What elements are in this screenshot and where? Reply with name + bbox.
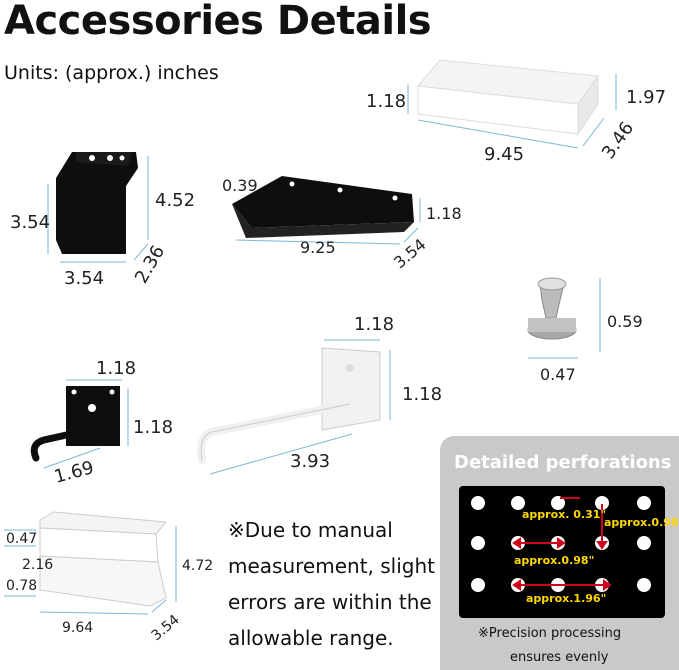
wide-shelf-length-label: 9.45 <box>484 144 525 165</box>
double-shelf-top-label: 0.47 <box>6 531 38 547</box>
long-hook-width-label: 1.18 <box>354 314 395 335</box>
cup-image <box>56 152 138 254</box>
small-hook-height-label: 1.18 <box>133 417 174 438</box>
perforation-label-098-vertical: approx.0.98" <box>604 516 679 529</box>
page-title: Accessories Details <box>4 0 432 44</box>
black-shelf-dimension-lines <box>235 198 421 245</box>
small-hook-width-label: 1.18 <box>96 358 137 379</box>
perforation-label-098: approx.0.98" <box>514 554 595 567</box>
knob-dimension-lines <box>528 278 601 359</box>
double-shelf-dimension-lines <box>4 526 177 615</box>
hole <box>471 536 485 550</box>
black-shelf-image <box>232 176 414 238</box>
perforation-label-196: approx.1.96" <box>526 592 607 605</box>
hole <box>637 496 651 510</box>
knob-height-label: 0.59 <box>607 312 643 331</box>
knob-diameter-label: 0.47 <box>540 365 576 384</box>
cup-width-label: 3.54 <box>64 268 105 289</box>
hole <box>637 578 651 592</box>
long-hook-image <box>197 347 381 464</box>
double-shelf-mid-label: 2.16 <box>22 557 54 573</box>
hole <box>595 496 609 510</box>
double-shelf-image <box>39 511 167 607</box>
note-line-1: ※Due to manual <box>228 518 393 542</box>
hole <box>471 496 485 510</box>
wide-shelf-height2-label: 1.97 <box>626 87 667 108</box>
hole <box>471 578 485 592</box>
wide-shelf-height-label: 1.18 <box>366 91 407 112</box>
small-hook-image <box>30 386 120 462</box>
hole <box>551 496 565 510</box>
cup-height2-label: 4.52 <box>155 190 196 211</box>
perforations-title: Detailed perforations <box>454 452 672 473</box>
perforation-footer-2: ensures evenly <box>510 650 609 665</box>
units-label: Units: (approx.) inches <box>4 62 219 84</box>
perforation-footer-1: ※Precision processing <box>478 626 622 641</box>
wide-shelf-dimension-lines <box>407 74 617 149</box>
hole <box>511 496 525 510</box>
hole <box>637 536 651 550</box>
wide-shelf-image <box>417 59 599 136</box>
double-shelf-bottom-label: 0.78 <box>6 578 38 594</box>
black-shelf-lip-label: 0.39 <box>222 176 258 195</box>
black-shelf-length-label: 9.25 <box>300 238 336 257</box>
perforation-label-031: approx. 0.31" <box>522 508 607 521</box>
note-line-2: measurement, slight <box>228 554 435 578</box>
cup-dimension-lines <box>47 156 149 263</box>
note-line-4: allowable range. <box>228 626 394 650</box>
double-shelf-length-label: 9.64 <box>62 620 94 636</box>
long-hook-length-label: 3.93 <box>290 451 331 472</box>
perforated-plate <box>459 486 665 618</box>
black-shelf-height-label: 1.18 <box>426 204 462 223</box>
cup-height-label: 3.54 <box>10 212 51 233</box>
note-line-3: errors are within the <box>228 590 432 614</box>
long-hook-height-label: 1.18 <box>402 384 443 405</box>
measurement-note: ※Due to manual measurement, slight error… <box>228 512 435 656</box>
double-shelf-height-label: 4.72 <box>182 558 214 574</box>
knob-image <box>527 277 577 340</box>
small-hook-dimension-lines <box>43 379 129 469</box>
long-hook-dimension-lines <box>209 339 391 475</box>
